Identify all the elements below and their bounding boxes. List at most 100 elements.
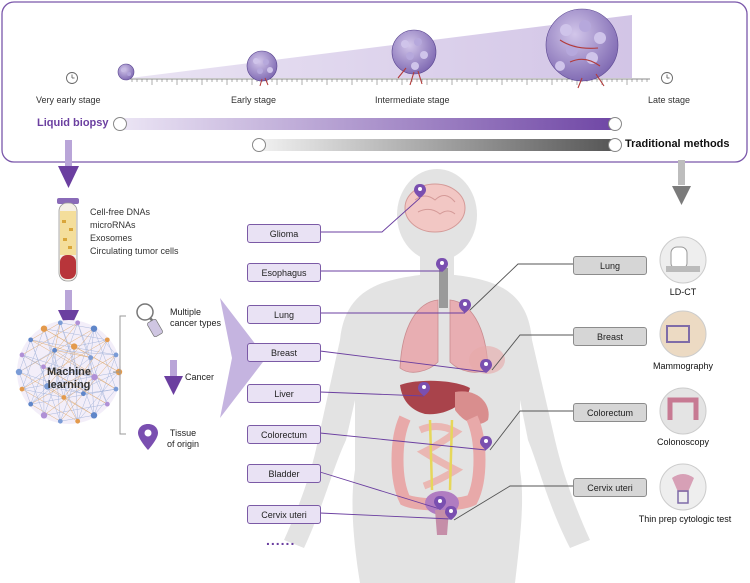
ml-network-edge — [63, 397, 78, 422]
traditional-methods-bar — [257, 139, 616, 151]
ml-network-node — [90, 325, 98, 332]
organ-box-colorectum: Colorectum — [247, 425, 321, 444]
ml-network-edge — [77, 322, 95, 378]
ml-network-edge — [30, 339, 91, 358]
ml-network-edge — [83, 357, 91, 394]
ml-network-node — [52, 347, 58, 353]
ml-network-edge — [63, 346, 75, 398]
stage-label-early: Early stage — [231, 95, 277, 105]
method-box-cervix-uteri: Cervix uteri — [573, 478, 647, 497]
ml-network-edge — [30, 339, 48, 387]
test-tube-icon — [57, 198, 79, 282]
ml-network-edge — [60, 393, 84, 422]
more-organs-ellipsis: ...... — [266, 532, 296, 548]
machine-learning-network — [15, 320, 123, 424]
tumor-early — [246, 50, 278, 87]
ml-network-edge — [77, 371, 120, 422]
ml-network-node — [19, 386, 25, 392]
big-chevron-arrow — [220, 298, 266, 418]
tumor-very-early — [117, 63, 135, 81]
location-pin-icon — [138, 424, 158, 450]
ml-network-edge — [18, 371, 31, 405]
ml-network-edge — [43, 328, 78, 422]
output-cancer: Cancer — [185, 372, 215, 382]
biomarker-list: Cell-free DNAs microRNAs Exosomes Circul… — [90, 206, 179, 258]
ml-network-edge — [21, 354, 44, 368]
ml-network-node — [113, 386, 119, 392]
organ-pin-dot — [418, 187, 422, 191]
machine-learning-label: Machine learning — [46, 366, 91, 391]
ml-network-node — [44, 383, 51, 390]
organ-pin-dot — [484, 439, 488, 443]
traditional-methods-label: Traditional methods — [625, 138, 730, 150]
ml-network-node — [57, 320, 63, 326]
ml-network-edge — [43, 328, 75, 347]
ml-network-edge — [21, 322, 78, 356]
ml-network-edge — [30, 386, 48, 405]
ml-network-node — [28, 401, 34, 407]
organ-pin-dot — [422, 385, 426, 389]
ml-network-edge — [77, 322, 108, 405]
ml-network-edge — [47, 386, 95, 416]
ml-network-edge — [93, 388, 117, 416]
organ-box-glioma: Glioma — [247, 224, 321, 243]
ldct-icon — [659, 236, 707, 284]
ml-network-node — [80, 391, 86, 397]
ml-network-edge — [54, 350, 117, 356]
ml-network-edge — [18, 371, 84, 394]
ml-network-edge — [21, 388, 64, 398]
method-connectors — [453, 263, 573, 521]
method-label-cytology: Thin prep cytologic test — [638, 514, 732, 524]
ml-network-edge — [93, 328, 117, 390]
liquid-biopsy-label: Liquid biopsy — [37, 117, 109, 129]
output-tissue-of-origin: Tissue of origin — [167, 428, 200, 449]
ml-network-node — [90, 412, 98, 419]
liquid-biopsy-arrow — [58, 166, 79, 188]
magnifier-icon — [136, 303, 163, 338]
biomarker-item: Circulating tumor cells — [90, 246, 179, 256]
ml-network-node — [61, 395, 67, 400]
method-label-colonoscopy: Colonoscopy — [656, 437, 710, 447]
ml-network-edge — [94, 377, 108, 405]
ml-network-edge — [21, 388, 78, 422]
ml-network-edge — [83, 354, 117, 394]
ml-network-node — [113, 352, 119, 358]
ml-network-edge — [63, 339, 108, 398]
ml-network-node — [19, 352, 25, 358]
ml-network-node — [88, 355, 94, 361]
method-box-colorectum: Colorectum — [573, 403, 647, 422]
cytology-icon — [659, 463, 707, 511]
ml-network-node — [40, 325, 48, 332]
ml-network-node — [91, 373, 98, 381]
clock-icon-right — [661, 72, 673, 84]
ml-network-edge — [83, 388, 117, 394]
organ-box-esophagus: Esophagus — [247, 263, 321, 282]
method-label-ldct: LD-CT — [669, 287, 697, 297]
ml-network-edge — [54, 322, 61, 351]
ml-network-edge — [54, 350, 91, 358]
ml-network-node — [57, 418, 63, 424]
ml-network-edge — [60, 415, 95, 422]
tumor-intermediate — [391, 29, 437, 86]
mammography-icon — [659, 310, 707, 358]
method-box-lung: Lung — [573, 256, 647, 275]
ml-network-edge — [107, 339, 120, 373]
ml-network-node — [75, 418, 81, 424]
organ-connectors — [319, 197, 487, 520]
ml-network-edge — [73, 346, 78, 422]
organ-pin-dot — [449, 509, 453, 513]
brain-organ — [404, 183, 466, 233]
organ-box-bladder: Bladder — [247, 464, 321, 483]
ml-network-edge — [77, 339, 108, 422]
ml-network-edge — [30, 388, 117, 405]
organ-box-lung: Lung — [247, 305, 321, 324]
clock-icon-left — [66, 72, 78, 84]
ml-network-node — [104, 401, 110, 407]
stage-label-very-early: Very early stage — [36, 95, 101, 105]
stage-label-intermediate: Intermediate stage — [375, 95, 450, 105]
ml-network-edge — [43, 322, 78, 416]
output-bracket — [113, 315, 126, 435]
ml-network-edge — [30, 354, 117, 405]
cancer-arrow — [164, 376, 183, 395]
